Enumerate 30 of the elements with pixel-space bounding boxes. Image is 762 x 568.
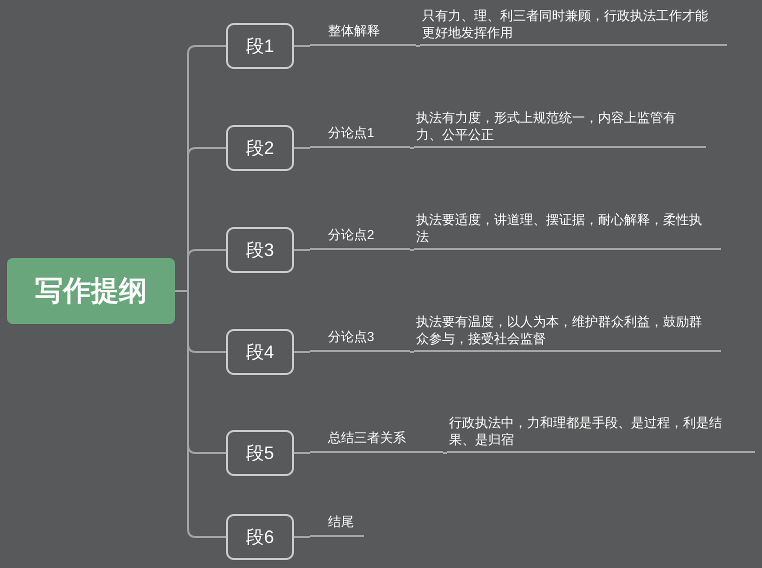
connector-line xyxy=(410,351,414,353)
section-box: 段1 xyxy=(226,23,294,69)
section-box: 段6 xyxy=(226,514,294,560)
section-box: 段4 xyxy=(226,329,294,375)
connector-line xyxy=(416,45,420,47)
section-box: 段5 xyxy=(226,430,294,476)
branch-detail: 只有力、理、利三者同时兼顾，行政执法工作才能更好地发挥作用 xyxy=(420,2,727,46)
connector-line xyxy=(294,249,310,251)
branch-detail: 执法有力度，形式上规范统一，内容上监管有力、公平公正 xyxy=(414,104,706,148)
connector-line xyxy=(294,147,310,149)
root-topic-box: 写作提纲 xyxy=(7,258,175,324)
connector-line xyxy=(175,290,226,538)
connector-line xyxy=(294,536,310,538)
branch-label: 总结三者关系 xyxy=(310,427,443,453)
branch-detail: 执法要有温度，以人为本，维护群众利益，鼓励群众参与，接受社会监督 xyxy=(414,308,721,352)
connector-line xyxy=(443,452,447,454)
connector-line xyxy=(294,351,310,353)
branch-label: 分论点1 xyxy=(310,122,410,148)
branch-label: 整体解释 xyxy=(310,20,416,46)
connector-line xyxy=(410,147,414,149)
branch-detail: 行政执法中，力和理都是手段、是过程，利是结果、是归宿 xyxy=(447,409,755,453)
connector-line xyxy=(410,249,414,251)
branch-label: 结尾 xyxy=(310,511,364,537)
branch-detail: 执法要适度，讲道理、摆证据，耐心解释，柔性执法 xyxy=(414,206,721,250)
section-box: 段3 xyxy=(226,227,294,273)
branch-label: 分论点3 xyxy=(310,326,410,352)
connector-line xyxy=(294,45,310,47)
branch-label: 分论点2 xyxy=(310,224,410,250)
section-box: 段2 xyxy=(226,125,294,171)
connector-line xyxy=(294,452,310,454)
